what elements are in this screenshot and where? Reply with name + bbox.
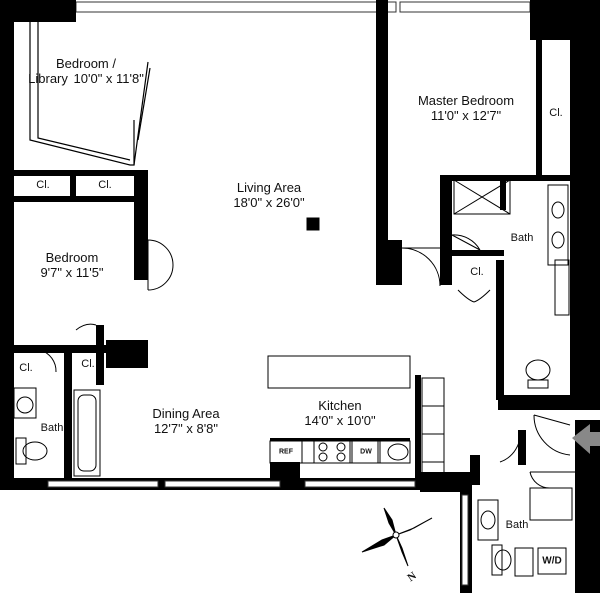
bath-label: Bath: [505, 519, 529, 531]
room-label-kitchen: Kitchen 14'0" x 10'0": [304, 398, 376, 428]
kitchen-fixtures: [267, 217, 445, 477]
closet-label: Cl.: [81, 358, 95, 370]
closet-label: Cl.: [19, 362, 33, 374]
closet-doors: [18, 45, 541, 200]
bottom-windows: [47, 480, 469, 586]
room-label-master: Master Bedroom 11'0" x 12'7": [417, 93, 515, 123]
closet-label: Cl.: [36, 179, 50, 191]
entry-arrow-icon: [572, 424, 600, 454]
closet-label: Cl.: [549, 107, 563, 119]
bath-label: Bath: [510, 232, 534, 244]
fixtures: [13, 179, 573, 577]
closet-label: Cl.: [98, 179, 112, 191]
library-partition: [29, 20, 151, 166]
dishwasher-label: DW: [360, 448, 372, 456]
door-swings: [39, 234, 575, 489]
closet-label: Cl.: [470, 266, 484, 278]
washer-dryer-label: W/D: [542, 555, 562, 567]
bath-label: Bath: [40, 422, 64, 434]
compass-rose: [361, 507, 433, 567]
top-windows: [75, 1, 531, 13]
room-label-bedroom: Bedroom 9'7" x 11'5": [40, 250, 104, 280]
room-label-bedroom-library: Bedroom / Library 10'0" x 11'8": [28, 56, 144, 86]
room-label-living: Living Area 18'0" x 26'0": [233, 180, 305, 210]
fridge-label: REF: [279, 448, 293, 456]
room-label-dining: Dining Area 12'7" x 8'8": [152, 406, 220, 436]
